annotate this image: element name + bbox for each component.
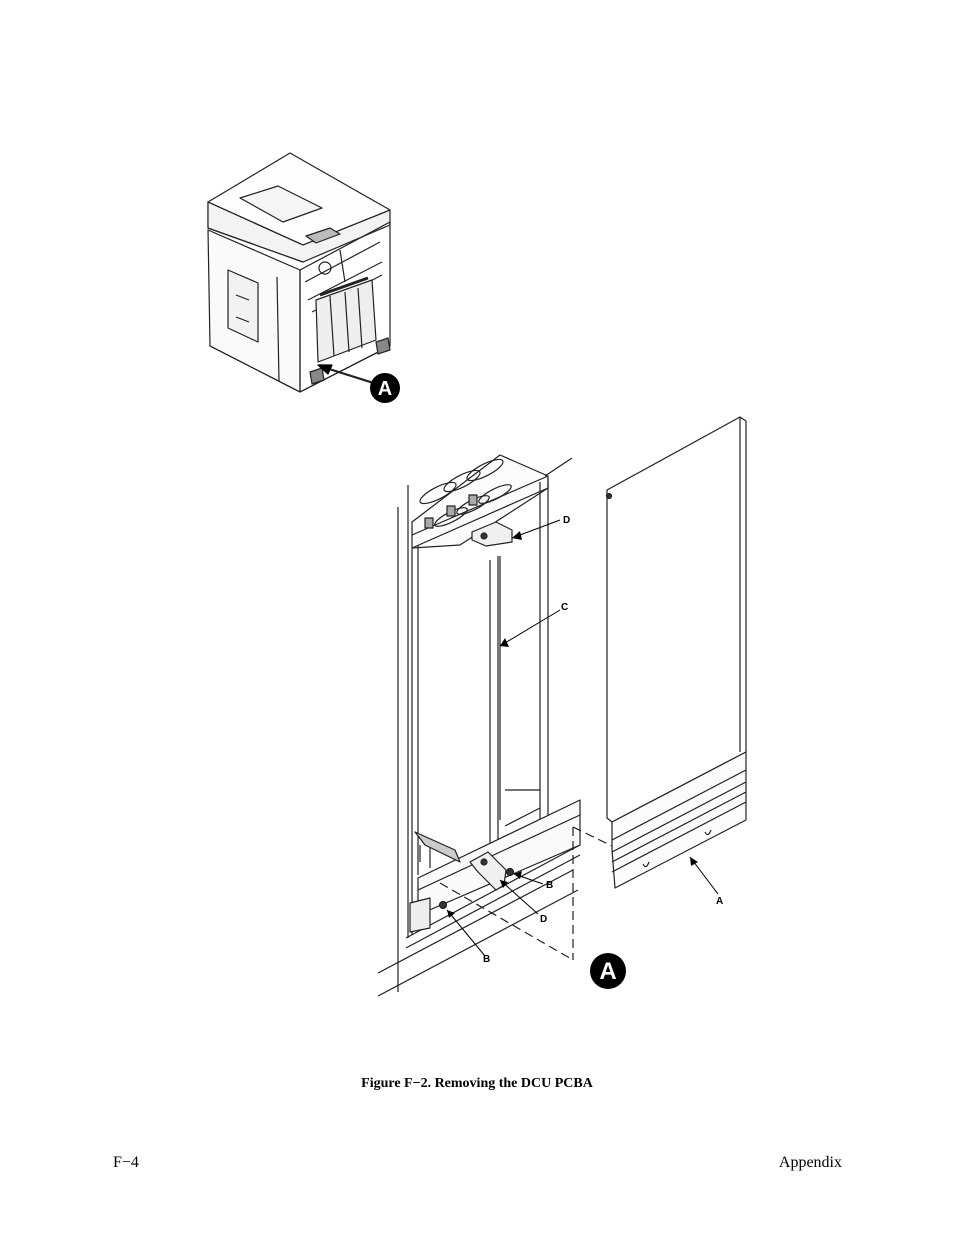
- card-cage-drawing: [377, 454, 613, 997]
- label-c: C: [561, 602, 568, 613]
- figure-caption: Figure F−2. Removing the DCU PCBA: [361, 1076, 593, 1091]
- label-d-top: D: [563, 515, 570, 526]
- dcu-pcba-removal-illustration: A A D C B D B A: [207, 152, 747, 997]
- page-number: F−4: [113, 1154, 139, 1171]
- label-b-right: B: [546, 880, 553, 891]
- pcba-board-drawing: [605, 416, 747, 889]
- printer-cabinet-drawing: [207, 152, 391, 393]
- label-a: A: [716, 896, 723, 907]
- svg-text:A: A: [378, 378, 392, 400]
- label-d-bottom: D: [540, 914, 547, 925]
- section-name: Appendix: [778, 1154, 842, 1171]
- label-b-left: B: [483, 954, 490, 965]
- callout-a-top: A: [370, 373, 400, 403]
- callout-a-bottom: A: [590, 953, 626, 989]
- svg-text:A: A: [599, 958, 616, 985]
